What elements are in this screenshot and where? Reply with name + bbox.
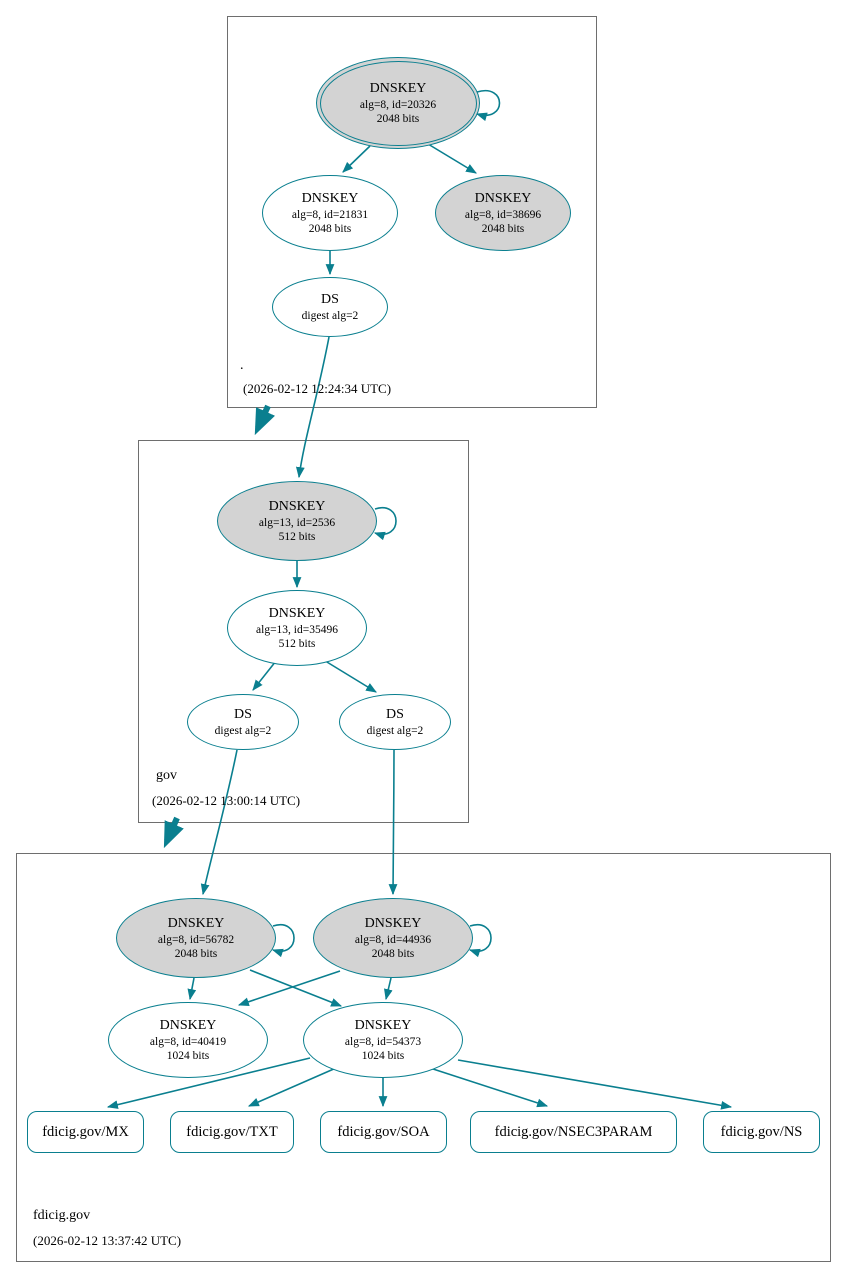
edge-root-to-gov-delegation <box>254 404 275 436</box>
rrset-node-ns: fdicig.gov/NS <box>703 1111 820 1153</box>
node-detail: alg=8, id=54373 <box>344 1036 422 1049</box>
rrset-node-soa: fdicig.gov/SOA <box>320 1111 447 1153</box>
node-title: DNSKEY <box>301 190 359 206</box>
node-bits: 2048 bits <box>371 948 415 961</box>
ds-node-gov-right: DS digest alg=2 <box>339 694 451 750</box>
node-title: DNSKEY <box>354 1017 412 1033</box>
zone-timestamp-fdicig: (2026-02-12 13:37:42 UTC) <box>33 1233 182 1248</box>
dnskey-node-root-zsk-21831: DNSKEY alg=8, id=21831 2048 bits <box>262 175 398 251</box>
node-title: DNSKEY <box>369 80 427 96</box>
zone-timestamp-root: (2026-02-12 12:24:34 UTC) <box>243 381 392 396</box>
node-bits: 1024 bits <box>166 1050 210 1063</box>
node-title: DS <box>321 291 339 307</box>
zone-label-fdicig: fdicig.gov <box>33 1208 91 1223</box>
dnskey-node-root-ksk-38696: DNSKEY alg=8, id=38696 2048 bits <box>435 175 571 251</box>
node-detail: alg=8, id=40419 <box>149 1036 227 1049</box>
node-title: DS <box>234 706 252 722</box>
node-title: DS <box>386 706 404 722</box>
dnskey-node-root-ksk-20326: DNSKEY alg=8, id=20326 2048 bits <box>316 57 480 149</box>
node-bits: 2048 bits <box>174 948 218 961</box>
node-title: DNSKEY <box>474 190 532 206</box>
rrset-node-mx: fdicig.gov/MX <box>27 1111 144 1153</box>
zone-timestamp-gov: (2026-02-12 13:00:14 UTC) <box>152 793 301 808</box>
ds-node-gov-left: DS digest alg=2 <box>187 694 299 750</box>
rrset-node-nsec3param: fdicig.gov/NSEC3PARAM <box>470 1111 677 1153</box>
node-title: DNSKEY <box>364 915 422 931</box>
node-detail: alg=8, id=21831 <box>291 209 369 222</box>
node-title: DNSKEY <box>268 605 326 621</box>
zone-label-root: . <box>240 358 244 373</box>
node-detail: alg=8, id=20326 <box>359 99 437 112</box>
node-bits: 2048 bits <box>481 223 525 236</box>
node-detail: digest alg=2 <box>301 310 359 323</box>
node-detail: alg=13, id=2536 <box>258 517 336 530</box>
dnskey-node-gov-ksk-2536: DNSKEY alg=13, id=2536 512 bits <box>217 481 377 561</box>
node-bits: 2048 bits <box>376 113 420 126</box>
node-title: DNSKEY <box>167 915 225 931</box>
ds-node-root: DS digest alg=2 <box>272 277 388 337</box>
zone-box-fdicig <box>16 853 831 1262</box>
dnskey-node-fdicig-zsk-40419: DNSKEY alg=8, id=40419 1024 bits <box>108 1002 268 1078</box>
dnskey-node-gov-zsk-35496: DNSKEY alg=13, id=35496 512 bits <box>227 590 367 666</box>
node-detail: alg=8, id=38696 <box>464 209 542 222</box>
node-detail: digest alg=2 <box>214 725 272 738</box>
node-title: DNSKEY <box>159 1017 217 1033</box>
dnskey-node-fdicig-ksk-44936: DNSKEY alg=8, id=44936 2048 bits <box>313 898 473 978</box>
node-bits: 512 bits <box>278 638 316 651</box>
node-bits: 1024 bits <box>361 1050 405 1063</box>
zone-label-gov: gov <box>156 768 177 783</box>
node-bits: 512 bits <box>278 531 316 544</box>
node-detail: digest alg=2 <box>366 725 424 738</box>
node-detail: alg=13, id=35496 <box>256 624 338 637</box>
node-title: DNSKEY <box>268 498 326 514</box>
dnskey-node-fdicig-ksk-56782: DNSKEY alg=8, id=56782 2048 bits <box>116 898 276 978</box>
zone-box-root <box>227 16 597 408</box>
rrset-node-txt: fdicig.gov/TXT <box>170 1111 294 1153</box>
dnskey-node-fdicig-zsk-54373: DNSKEY alg=8, id=54373 1024 bits <box>303 1002 463 1078</box>
node-detail: alg=8, id=56782 <box>157 934 235 947</box>
node-detail: alg=8, id=44936 <box>354 934 432 947</box>
node-bits: 2048 bits <box>308 223 352 236</box>
